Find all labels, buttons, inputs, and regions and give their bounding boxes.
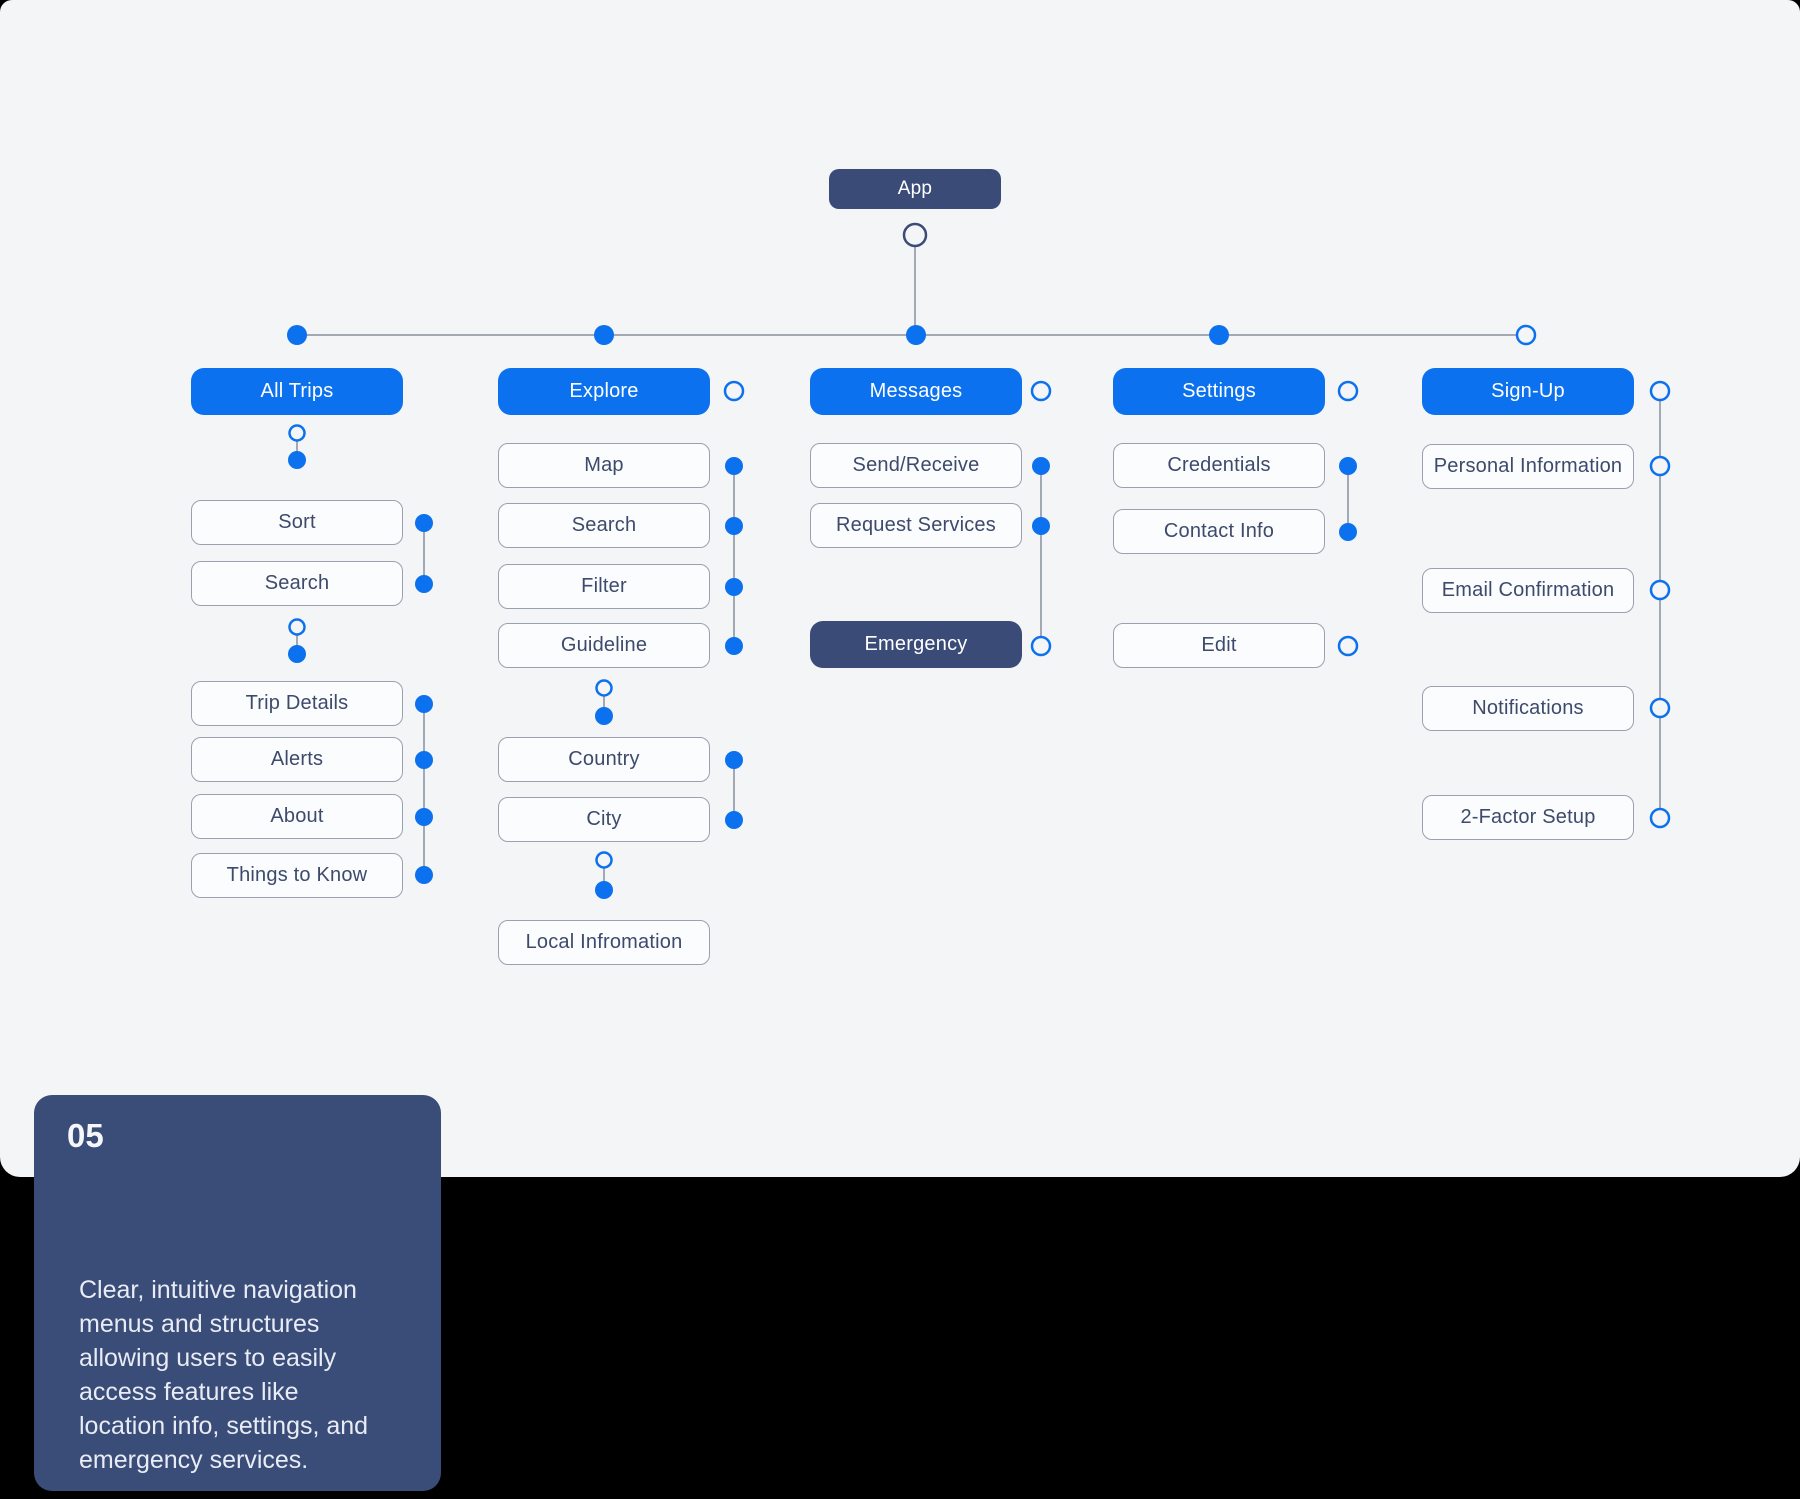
node-email-confirmation: Email Confirmation: [1422, 568, 1634, 613]
note-card-text: Clear, intuitive navigation menus and st…: [79, 1276, 369, 1474]
node-trip-details: Trip Details: [191, 681, 403, 726]
node-contact-info: Contact Info: [1113, 509, 1325, 554]
node-credentials: Credentials: [1113, 443, 1325, 488]
node-things-to-know: Things to Know: [191, 853, 403, 898]
node-map: Map: [498, 443, 710, 488]
node-request-services: Request Services: [810, 503, 1022, 548]
node-edit: Edit: [1113, 623, 1325, 668]
node-filter: Filter: [498, 564, 710, 609]
node-city: City: [498, 797, 710, 842]
node-explore: Explore: [498, 368, 710, 415]
node-2-factor-setup: 2-Factor Setup: [1422, 795, 1634, 840]
node-messages: Messages: [810, 368, 1022, 415]
node-sign-up: Sign-Up: [1422, 368, 1634, 415]
node-guideline: Guideline: [498, 623, 710, 668]
note-card: 05 Clear, intuitive navigation menus and…: [34, 1095, 441, 1491]
node-personal-information: Personal Information: [1422, 444, 1634, 489]
node-search-explore: Search: [498, 503, 710, 548]
node-emergency: Emergency: [810, 621, 1022, 668]
node-all-trips: All Trips: [191, 368, 403, 415]
note-card-number: 05: [67, 1117, 104, 1154]
node-country: Country: [498, 737, 710, 782]
node-settings: Settings: [1113, 368, 1325, 415]
node-search-trips: Search: [191, 561, 403, 606]
node-about: About: [191, 794, 403, 839]
node-send-receive: Send/Receive: [810, 443, 1022, 488]
node-notifications: Notifications: [1422, 686, 1634, 731]
node-alerts: Alerts: [191, 737, 403, 782]
node-local-information: Local Infromation: [498, 920, 710, 965]
node-sort: Sort: [191, 500, 403, 545]
node-app-root: App: [829, 169, 1001, 209]
